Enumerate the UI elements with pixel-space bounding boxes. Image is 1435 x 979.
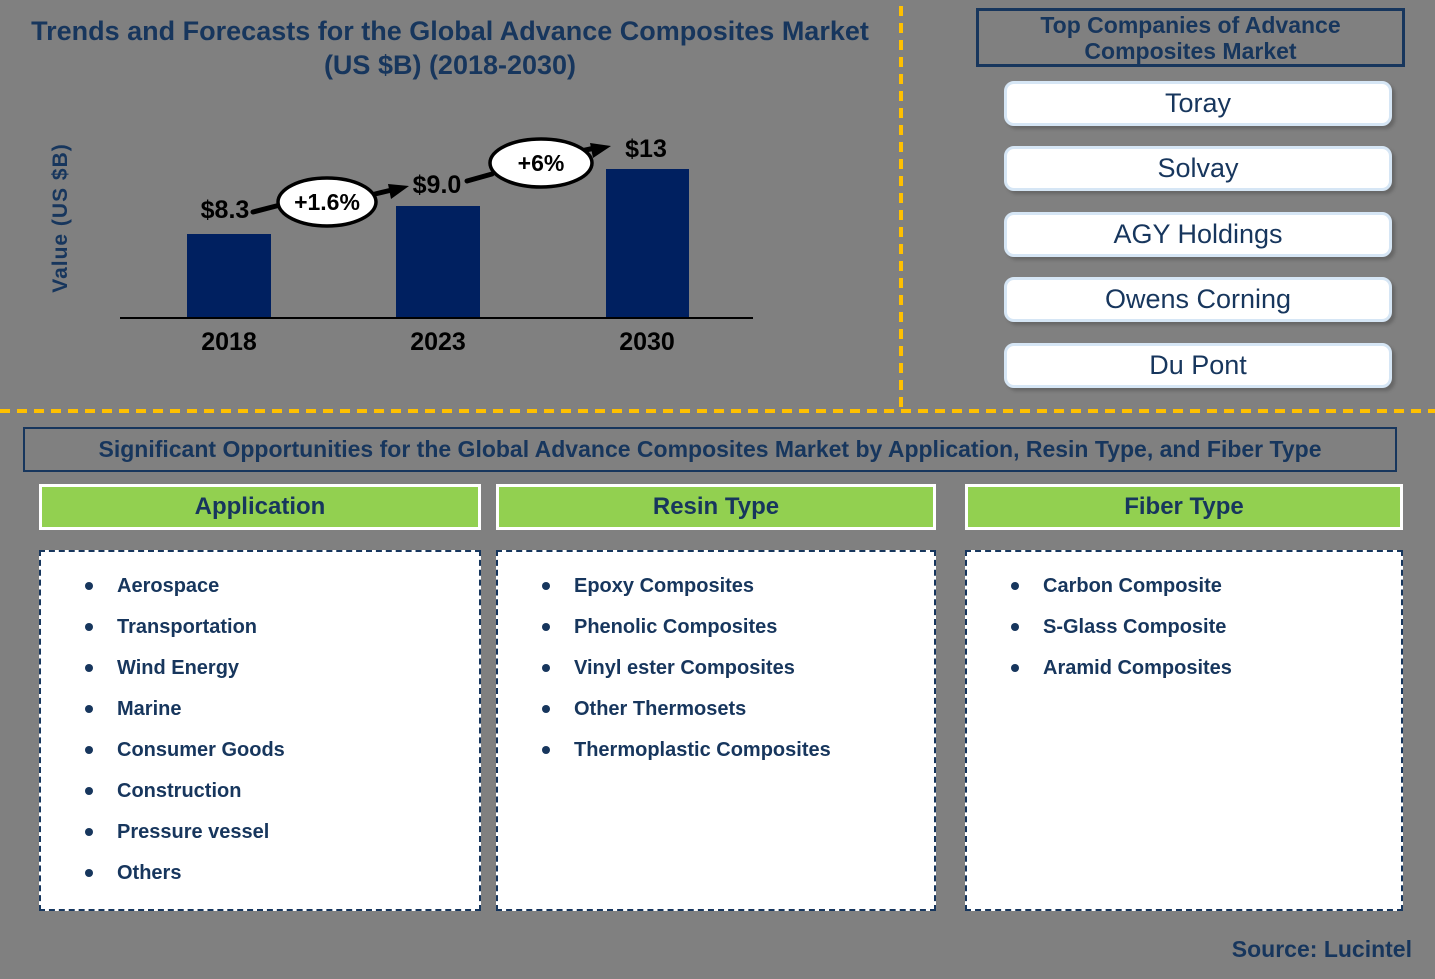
company-card-solvay: Solvay (1004, 146, 1392, 191)
growth-label-2: +6% (518, 150, 565, 176)
list-item: Pressure vessel (63, 818, 479, 846)
bar-2030 (606, 169, 689, 318)
growth-oval-2 (488, 137, 594, 189)
value-label-2018: $8.3 (201, 196, 250, 224)
company-card-owens-corning: Owens Corning (1004, 277, 1392, 322)
x-tick-2023: 2023 (410, 328, 466, 356)
list-item-label: Vinyl ester Composites (574, 656, 795, 679)
list-item-label: Wind Energy (117, 656, 240, 679)
list-item: Construction (63, 777, 479, 805)
list-item-label: Others (117, 861, 182, 884)
list-item: Phenolic Composites (520, 613, 934, 641)
list-item-label: Carbon Composite (1043, 574, 1222, 597)
resin-type-list: Epoxy Composites Phenolic Composites Vin… (520, 572, 934, 764)
opportunities-title: Significant Opportunities for the Global… (23, 427, 1397, 472)
list-item-label: S-Glass Composite (1043, 615, 1227, 638)
trends-bar-chart: Value (US $B) 2018 2023 2030 $8.3 $9.0 $… (49, 135, 753, 356)
column-header-fiber-type: Fiber Type (965, 484, 1403, 530)
bullet-icon (85, 828, 93, 836)
list-item: Thermoplastic Composites (520, 736, 934, 764)
list-item: Aerospace (63, 572, 479, 600)
x-tick-2018: 2018 (201, 328, 257, 356)
bullet-icon (85, 705, 93, 713)
column-list-fiber-type: Carbon Composite S-Glass Composite Arami… (965, 550, 1403, 911)
growth-label-1: +1.6% (294, 189, 360, 215)
bullet-icon (1011, 582, 1019, 590)
column-header-resin-type: Resin Type (496, 484, 936, 530)
list-item: Epoxy Composites (520, 572, 934, 600)
top-companies-title: Top Companies of Advance Composites Mark… (976, 8, 1405, 67)
bullet-icon (542, 705, 550, 713)
list-item-label: Construction (117, 779, 242, 802)
vertical-dashed-divider (899, 6, 903, 410)
y-axis-label: Value (US $B) (49, 143, 72, 293)
horizontal-dashed-divider (0, 409, 1435, 413)
list-item-label: Transportation (117, 615, 258, 638)
source-label: Source: Lucintel (1231, 936, 1412, 962)
application-list: Aerospace Transportation Wind Energy Mar… (63, 572, 479, 887)
list-item-label: Pressure vessel (117, 820, 270, 843)
bullet-icon (542, 582, 550, 590)
list-item-label: Thermoplastic Composites (574, 738, 831, 761)
bullet-icon (1011, 664, 1019, 672)
list-item: Aramid Composites (989, 654, 1401, 682)
bullet-icon (1011, 623, 1019, 631)
company-card-agy-holdings: AGY Holdings (1004, 212, 1392, 257)
list-item-label: Epoxy Composites (574, 574, 755, 597)
bar-2023 (396, 206, 480, 318)
growth-arrow-segment-3 (464, 171, 495, 184)
bullet-icon (85, 664, 93, 672)
company-card-toray: Toray (1004, 81, 1392, 126)
bullet-icon (85, 746, 93, 754)
bullet-icon (542, 746, 550, 754)
chart-title-line1: Trends and Forecasts for the Global Adva… (31, 16, 869, 46)
bullet-icon (85, 623, 93, 631)
bullet-icon (85, 869, 93, 877)
arrowhead-to-2023 (388, 184, 409, 199)
chart-title: Trends and Forecasts for the Global Adva… (10, 14, 890, 82)
value-label-2023: $9.0 (413, 171, 462, 199)
list-item: Others (63, 859, 479, 887)
column-list-application: Aerospace Transportation Wind Energy Mar… (39, 550, 481, 911)
list-item: Wind Energy (63, 654, 479, 682)
x-tick-2030: 2030 (619, 328, 675, 356)
bullet-icon (542, 664, 550, 672)
list-item-label: Other Thermosets (574, 697, 747, 720)
bar-2018 (187, 234, 271, 318)
list-item: Consumer Goods (63, 736, 479, 764)
list-item-label: Marine (117, 697, 182, 720)
list-item: Transportation (63, 613, 479, 641)
list-item: Vinyl ester Composites (520, 654, 934, 682)
company-card-du-pont: Du Pont (1004, 343, 1392, 388)
fiber-type-list: Carbon Composite S-Glass Composite Arami… (989, 572, 1401, 682)
bullet-icon (542, 623, 550, 631)
bullet-icon (85, 787, 93, 795)
list-item: Carbon Composite (989, 572, 1401, 600)
list-item-label: Phenolic Composites (574, 615, 778, 638)
list-item: S-Glass Composite (989, 613, 1401, 641)
growth-oval-1 (276, 176, 378, 228)
list-item: Other Thermosets (520, 695, 934, 723)
column-list-resin-type: Epoxy Composites Phenolic Composites Vin… (496, 550, 936, 911)
list-item-label: Aerospace (117, 574, 220, 597)
value-label-2030: $13 (625, 135, 667, 163)
list-item: Marine (63, 695, 479, 723)
arrowhead-to-2030 (590, 143, 611, 158)
list-item-label: Consumer Goods (117, 738, 285, 761)
chart-title-line2: (US $B) (2018-2030) (323, 50, 577, 80)
list-item-label: Aramid Composites (1043, 656, 1232, 679)
bullet-icon (85, 582, 93, 590)
column-header-application: Application (39, 484, 481, 530)
